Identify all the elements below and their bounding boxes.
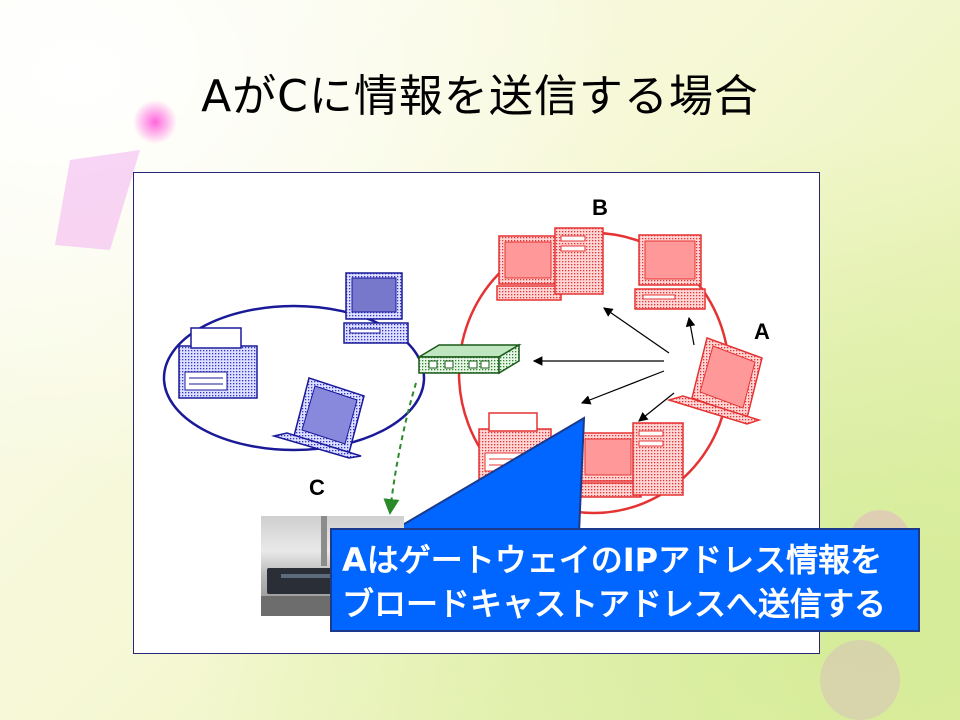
laptop-c-icon[interactable]: [271, 377, 365, 459]
broadcast-arrows: [532, 307, 696, 422]
callout-line-2: ブロードキャストアドレスへ送信する: [342, 585, 887, 623]
desktop-pc-top-right-icon[interactable]: [634, 234, 706, 310]
network-diagram: [162, 227, 763, 534]
printer-left-icon[interactable]: [178, 327, 258, 399]
slide-title: AがCに情報を送信する場合: [201, 71, 759, 122]
desktop-pc-bottom-icon[interactable]: [576, 422, 684, 498]
desktop-pc-b-icon[interactable]: [496, 227, 604, 301]
left-network-ring: [162, 304, 426, 452]
laptop-a-icon[interactable]: [666, 337, 763, 425]
node-label-a: A: [754, 319, 770, 344]
node-label-b: B: [592, 195, 608, 220]
gateway-router-link: [383, 382, 417, 515]
callout-line-1: AはゲートウェイのIP​アドレス情報を: [342, 541, 883, 579]
gateway-switch-icon[interactable]: [416, 343, 522, 375]
desktop-pc-left-icon[interactable]: [343, 272, 409, 344]
node-label-c: C: [309, 475, 325, 500]
callout-box: AはゲートウェイのIP​アドレス情報を ブロードキャストアドレスへ送信する: [330, 528, 920, 632]
